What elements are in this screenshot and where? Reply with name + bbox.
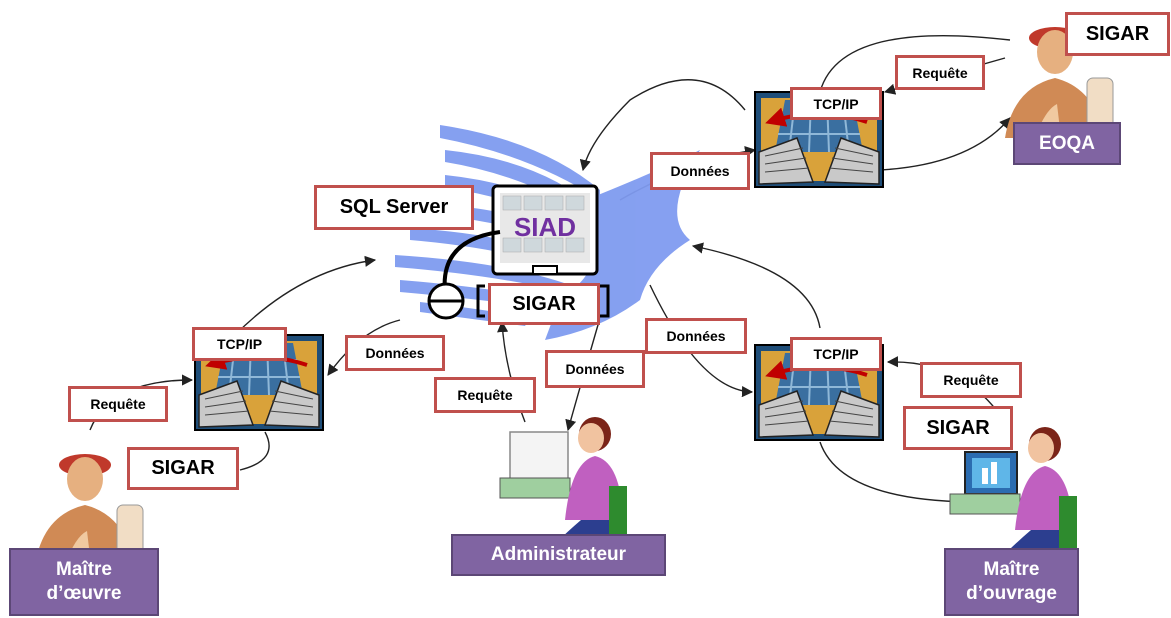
role-maitre-oeuvre-line2: d’œuvre xyxy=(46,583,122,604)
role-maitre-ouvrage-line2: d’ouvrage xyxy=(966,583,1057,604)
siad-label: SIAD xyxy=(514,212,576,242)
donnees-label-right: Données xyxy=(645,318,747,354)
person-icon xyxy=(949,427,1077,552)
tcpip-label-right: TCP/IP xyxy=(790,337,882,371)
role-maitre-oeuvre-line1: Maître xyxy=(56,559,112,581)
person-icon xyxy=(499,417,627,542)
role-administrateur: Administrateur xyxy=(451,534,666,576)
sigar-label-center: SIGAR xyxy=(488,283,600,325)
donnees-label-top: Données xyxy=(650,152,750,190)
sql-server-label: SQL Server xyxy=(314,185,474,230)
server-monitor-icon: SIAD xyxy=(491,184,599,276)
requete-label-right: Requête xyxy=(920,362,1022,398)
donnees-label-center: Données xyxy=(545,350,645,388)
tcpip-label-left: TCP/IP xyxy=(192,327,287,361)
role-maitre-oeuvre: Maître d’œuvre xyxy=(9,548,159,616)
requete-label-center: Requête xyxy=(434,377,536,413)
sigar-label-maitre-ouvrage: SIGAR xyxy=(903,406,1013,450)
donnees-label-left: Données xyxy=(345,335,445,371)
sigar-label-eoqa: SIGAR xyxy=(1065,12,1170,56)
role-maitre-ouvrage: Maître d’ouvrage xyxy=(944,548,1079,616)
requete-label-left: Requête xyxy=(68,386,168,422)
role-maitre-ouvrage-line1: Maître xyxy=(983,559,1040,581)
tcpip-label-top: TCP/IP xyxy=(790,87,882,120)
database-icon xyxy=(427,230,610,320)
role-eoqa: EOQA xyxy=(1013,122,1121,165)
requete-label-top: Requête xyxy=(895,55,985,90)
sigar-label-maitre-oeuvre: SIGAR xyxy=(127,447,239,490)
